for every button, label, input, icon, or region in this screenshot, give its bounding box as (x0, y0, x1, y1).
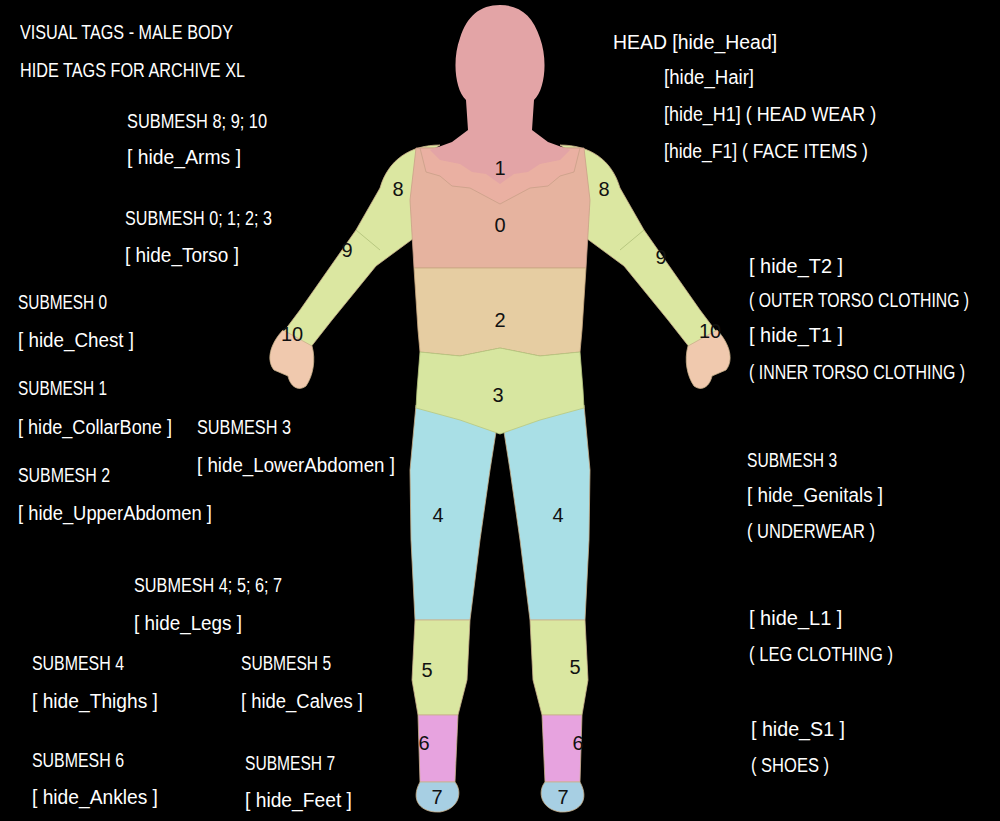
calf-region (530, 620, 588, 715)
tag-label: [ hide_UpperAbdomen ] (18, 501, 212, 525)
tag-label: [hide_Hair] (664, 65, 754, 89)
callout-number: 5 (569, 656, 580, 678)
head-region (430, 5, 570, 184)
callout-number: 3 (492, 384, 503, 406)
submesh-label: SUBMESH 0 (18, 290, 107, 314)
submesh-label: SUBMESH 7 (245, 751, 335, 775)
title-text: VISUAL TAGS - MALE BODY (20, 20, 233, 44)
callout-number: 10 (699, 320, 721, 342)
tag-note: ( OUTER TORSO CLOTHING ) (749, 288, 969, 312)
tag-label: [ hide_LowerAbdomen ] (197, 453, 395, 477)
tag-label: [ hide_Feet ] (245, 788, 352, 812)
submesh-label: SUBMESH 5 (241, 651, 331, 675)
ankle-region (418, 715, 458, 782)
callout-number: 4 (552, 504, 563, 526)
submesh-label: SUBMESH 8; 9; 10 (127, 109, 267, 133)
callout-number: 10 (281, 323, 303, 345)
tag-label: [ hide_Chest ] (18, 328, 134, 352)
tag-label: [ hide_CollarBone ] (18, 415, 172, 439)
tag-label: [hide_H1] ( HEAD WEAR ) (664, 102, 876, 126)
callout-number: 6 (418, 732, 429, 754)
foot-region (416, 782, 459, 812)
tag-label: [ hide_T2 ] (749, 254, 843, 278)
tag-label: [ hide_L1 ] (749, 606, 842, 630)
lower-abdomen-region (416, 348, 584, 434)
submesh-label: SUBMESH 1 (18, 376, 107, 400)
submesh-label: SUBMESH 6 (32, 748, 124, 772)
tag-note: ( INNER TORSO CLOTHING ) (749, 360, 965, 384)
foot-region (541, 782, 584, 812)
tag-label: [ hide_Ankles ] (32, 785, 158, 809)
tag-label: [ hide_T1 ] (749, 323, 843, 347)
callout-number: 5 (421, 659, 432, 681)
thigh-region (410, 405, 496, 620)
callout-number: 9 (655, 246, 666, 268)
submesh-label: SUBMESH 4; 5; 6; 7 (134, 573, 282, 597)
tag-note: ( LEG CLOTHING ) (749, 642, 893, 666)
thigh-region (504, 405, 590, 620)
calf-region (412, 620, 470, 715)
callout-number: 1 (494, 157, 505, 179)
callout-number: 7 (557, 786, 568, 808)
callout-number: 8 (598, 178, 609, 200)
callout-number: 6 (572, 732, 583, 754)
upper-abdomen-region (414, 268, 586, 356)
submesh-label: SUBMESH 3 (747, 448, 837, 472)
tag-label: [ hide_Calves ] (241, 689, 363, 713)
tag-label: HEAD [hide_Head] (613, 30, 777, 54)
callout-number: 9 (341, 239, 352, 261)
title-text: HIDE TAGS FOR ARCHIVE XL (20, 58, 245, 82)
callout-number: 7 (431, 786, 442, 808)
tag-note: ( SHOES ) (751, 753, 829, 777)
submesh-label: SUBMESH 3 (197, 415, 291, 439)
tag-note: ( UNDERWEAR ) (747, 519, 875, 543)
tag-label: [hide_F1] ( FACE ITEMS ) (664, 139, 868, 163)
submesh-label: SUBMESH 4 (32, 651, 124, 675)
tag-label: [ hide_Genitals ] (747, 483, 883, 507)
tag-label: [ hide_Thighs ] (32, 689, 158, 713)
tag-label: [ hide_Legs ] (134, 611, 242, 635)
callout-number: 0 (494, 214, 505, 236)
tag-label: [ hide_S1 ] (751, 717, 845, 741)
submesh-label: SUBMESH 0; 1; 2; 3 (125, 206, 272, 230)
tag-label: [ hide_Arms ] (127, 145, 241, 169)
tag-label: [ hide_Torso ] (125, 243, 239, 267)
submesh-label: SUBMESH 2 (18, 463, 110, 487)
chest-region (410, 148, 590, 268)
callout-number: 8 (392, 178, 403, 200)
callout-number: 2 (494, 309, 505, 331)
callout-number: 4 (432, 504, 443, 526)
